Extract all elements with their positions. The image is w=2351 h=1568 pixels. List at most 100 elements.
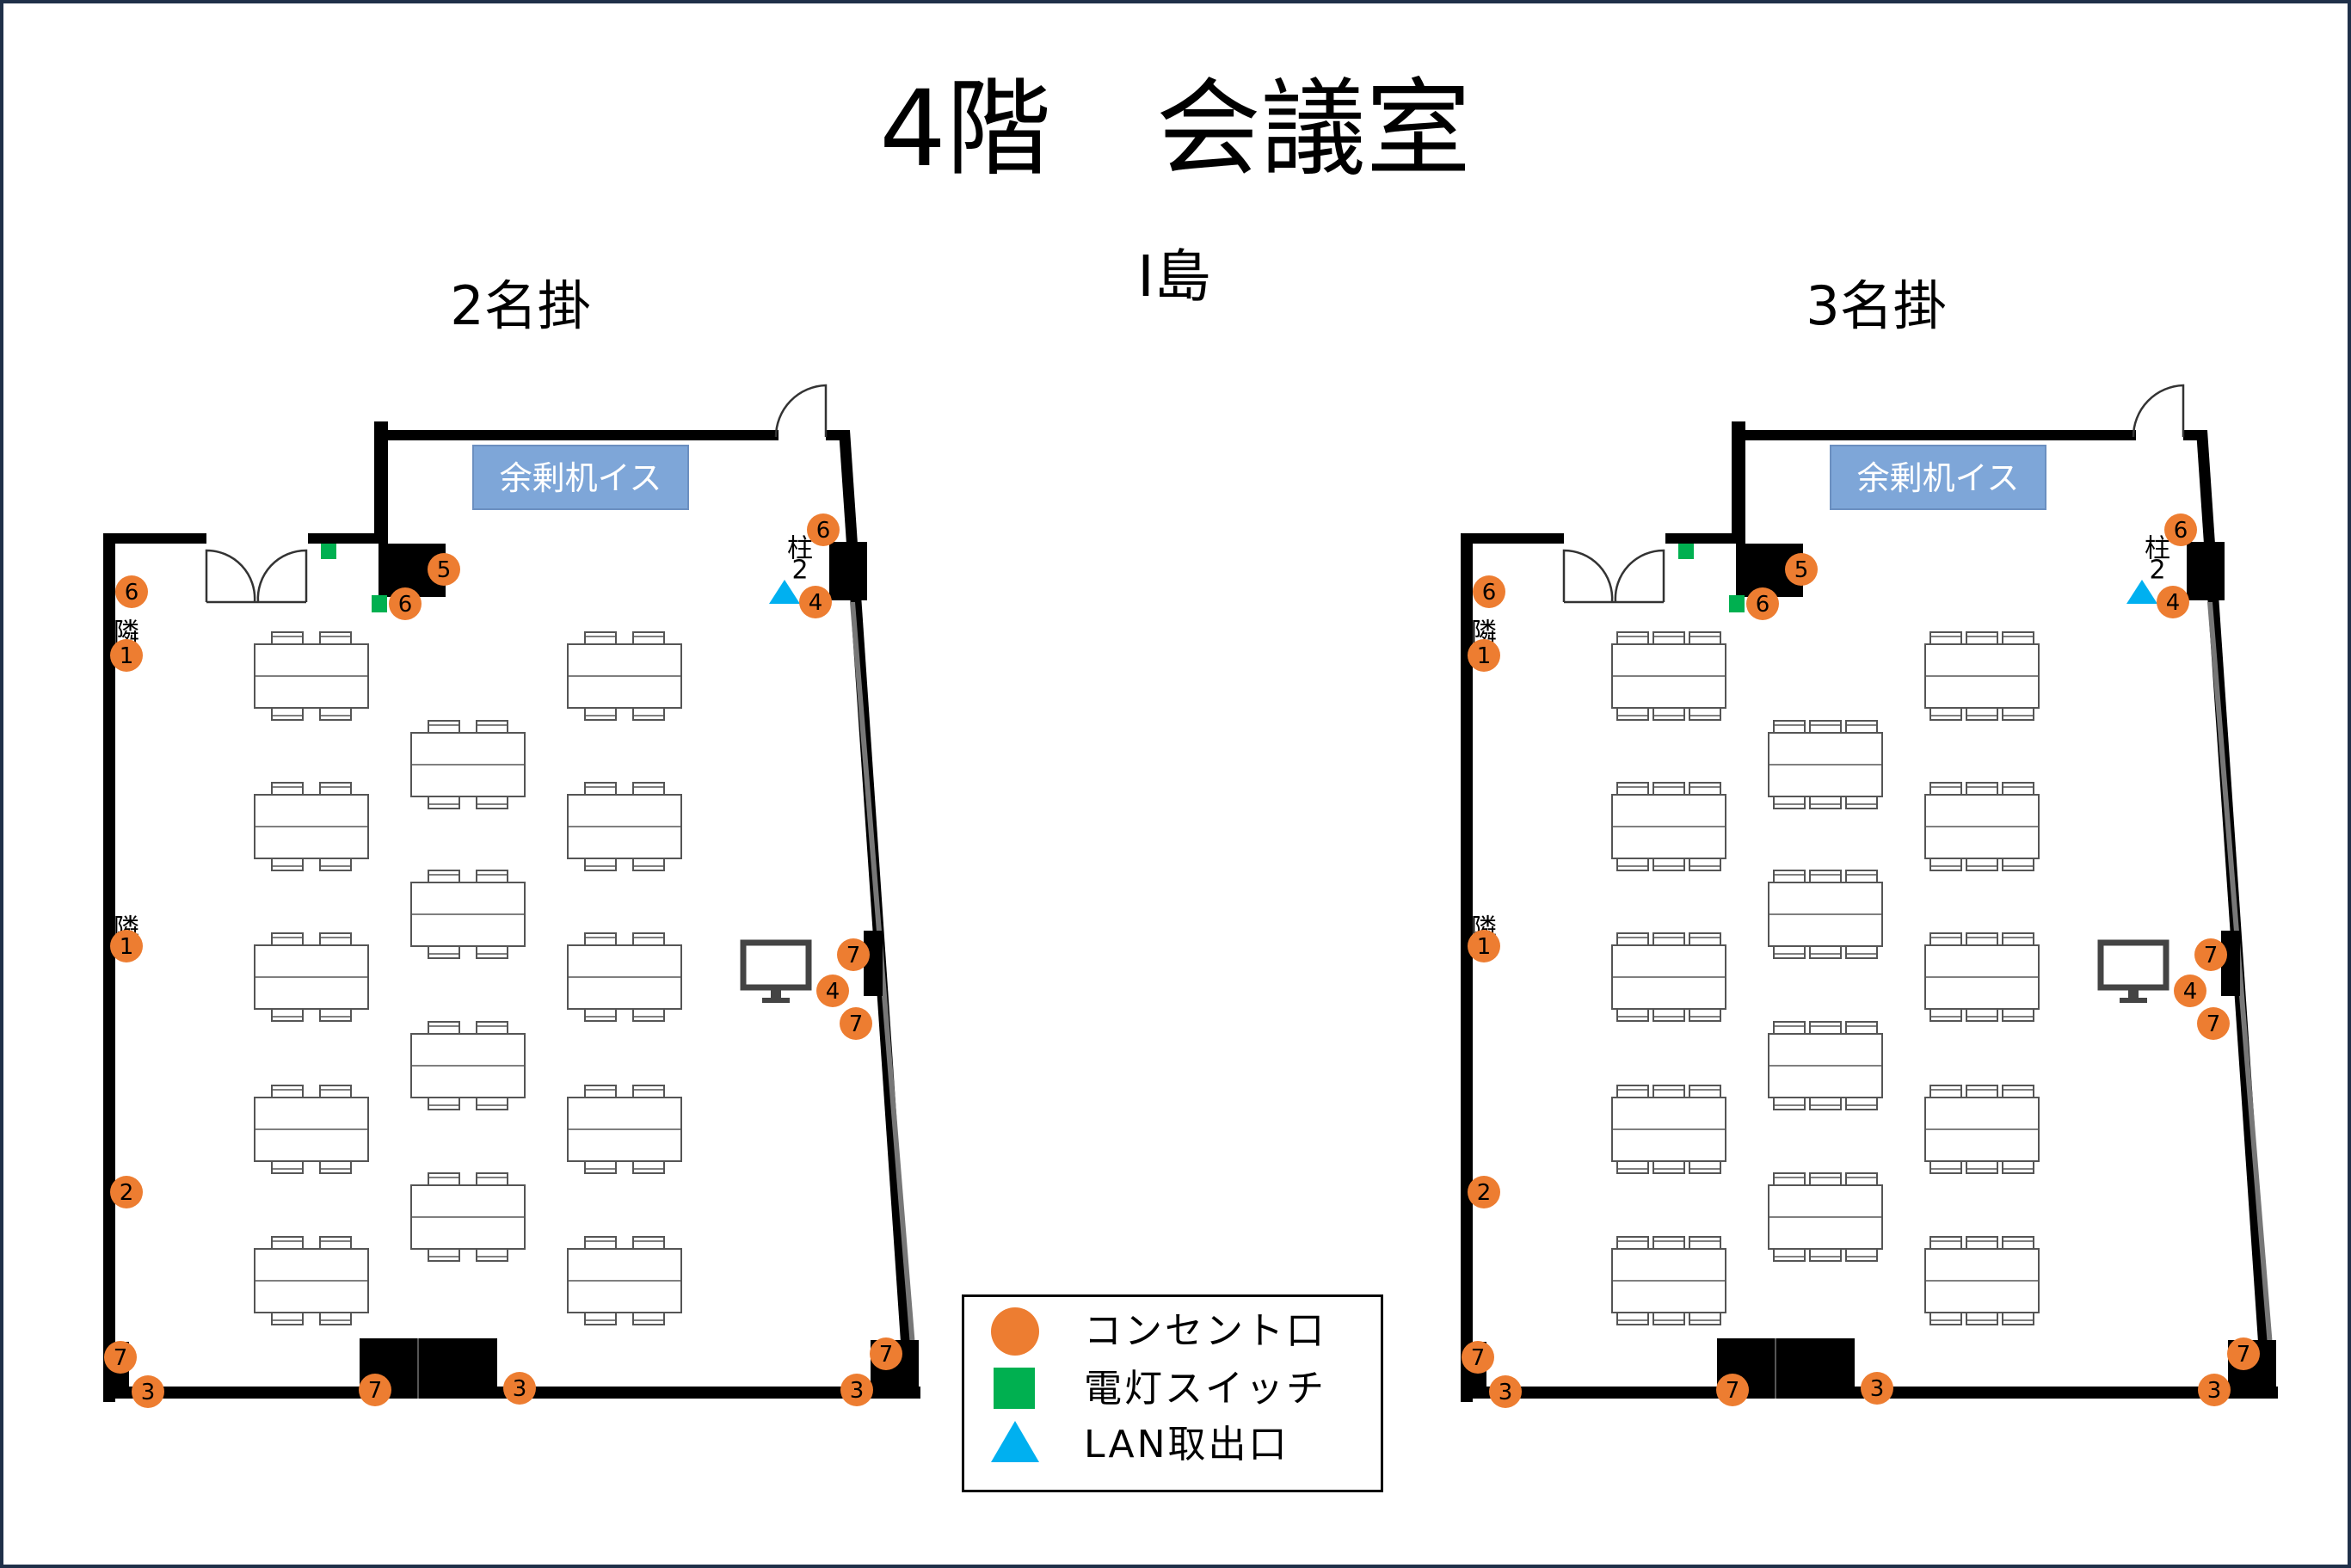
desk-group	[254, 932, 369, 1022]
chair	[1809, 1097, 1842, 1110]
monitor-icon	[740, 939, 812, 1003]
desk-group	[567, 932, 682, 1022]
desk-group	[254, 1085, 369, 1174]
chair	[1929, 1160, 1962, 1174]
wall-alcove	[1732, 421, 1745, 544]
chair	[428, 720, 460, 734]
wall-top-mid	[1665, 533, 1734, 544]
outlet-number: 7	[2206, 1012, 2221, 1037]
outlet-number: 2	[120, 1180, 134, 1206]
chair	[2002, 631, 2034, 645]
chair	[632, 1085, 665, 1098]
right-plan-label: 3名掛	[1806, 274, 1947, 337]
chair	[1809, 796, 1842, 809]
chair	[428, 945, 460, 959]
chair	[1773, 1172, 1806, 1186]
outlet-number: 7	[2237, 1342, 2251, 1368]
chair	[1929, 1008, 1962, 1022]
outlet-number: 2	[1477, 1180, 1492, 1206]
chair	[1689, 1160, 1721, 1174]
chair	[632, 1160, 665, 1174]
outlet-marker	[816, 975, 849, 1007]
outlet-number: 5	[1794, 557, 1809, 583]
chair	[271, 1085, 304, 1098]
outlet-marker	[1489, 1375, 1522, 1408]
pillar-label: 2	[791, 556, 808, 586]
chair	[1773, 1248, 1806, 1262]
chair	[1652, 932, 1685, 946]
outlet-marker	[2157, 586, 2189, 618]
outlet-number: 7	[879, 1342, 894, 1368]
outlet-number: 6	[2174, 518, 2188, 544]
chair	[1929, 858, 1962, 871]
pillar-label: 柱	[2145, 534, 2170, 564]
outlet-marker	[110, 639, 143, 672]
desk-group	[567, 631, 682, 721]
outlet-number: 1	[1477, 934, 1492, 960]
chair	[1689, 782, 1721, 796]
chair	[1689, 858, 1721, 871]
chair	[1966, 631, 1998, 645]
chair	[1689, 932, 1721, 946]
chair	[428, 796, 460, 809]
chair	[428, 1248, 460, 1262]
outlet-marker	[1716, 1374, 1749, 1406]
outlet-marker	[1468, 1176, 1500, 1208]
chair	[476, 945, 508, 959]
chair	[271, 1312, 304, 1325]
wall-alcove	[374, 421, 388, 544]
chair	[1966, 858, 1998, 871]
chair	[1929, 782, 1962, 796]
outlet-number: 7	[846, 943, 861, 968]
chair	[632, 932, 665, 946]
chair	[632, 707, 665, 721]
door-swing	[2132, 384, 2185, 438]
chair	[1773, 945, 1806, 959]
outlet-marker	[2198, 1374, 2231, 1406]
door-swing	[1614, 549, 1665, 603]
pillar	[829, 542, 867, 600]
chair	[2002, 782, 2034, 796]
desk-group	[1611, 1236, 1726, 1325]
pillar	[2221, 931, 2240, 996]
chair	[2002, 1085, 2034, 1098]
chair	[1652, 782, 1685, 796]
chair	[428, 1021, 460, 1035]
wall-top	[374, 430, 779, 440]
chair	[1929, 1312, 1962, 1325]
outlet-marker	[840, 1007, 872, 1040]
wall-top-left	[1461, 533, 1564, 544]
desk-group	[410, 720, 526, 809]
chair	[584, 932, 617, 946]
outlet-number: 6	[816, 518, 831, 544]
chair	[632, 631, 665, 645]
chair	[1689, 1236, 1721, 1250]
chair	[1845, 1097, 1878, 1110]
chair	[1652, 707, 1685, 721]
outlet-marker	[503, 1372, 536, 1405]
chair	[476, 1172, 508, 1186]
window-line	[850, 602, 917, 1368]
lan-triangle-icon	[991, 1421, 1039, 1462]
chair	[1616, 858, 1649, 871]
chair	[476, 720, 508, 734]
chair	[1616, 782, 1649, 796]
chair	[584, 1236, 617, 1250]
outlet-marker	[359, 1374, 391, 1406]
chair	[1966, 932, 1998, 946]
outlet-number: 4	[2183, 979, 2198, 1005]
chair	[271, 858, 304, 871]
chair	[271, 782, 304, 796]
chair	[1809, 870, 1842, 883]
chair	[1616, 1312, 1649, 1325]
spare-desk-sign-text: 余剰机イス	[1857, 459, 2020, 497]
wall-top	[1732, 430, 2136, 440]
outlet-marker	[1468, 930, 1500, 962]
desk-group	[1768, 720, 1883, 809]
chair	[476, 1097, 508, 1110]
pillar-label: 柱	[787, 534, 813, 564]
chair	[1616, 1085, 1649, 1098]
chair	[1652, 1085, 1685, 1098]
